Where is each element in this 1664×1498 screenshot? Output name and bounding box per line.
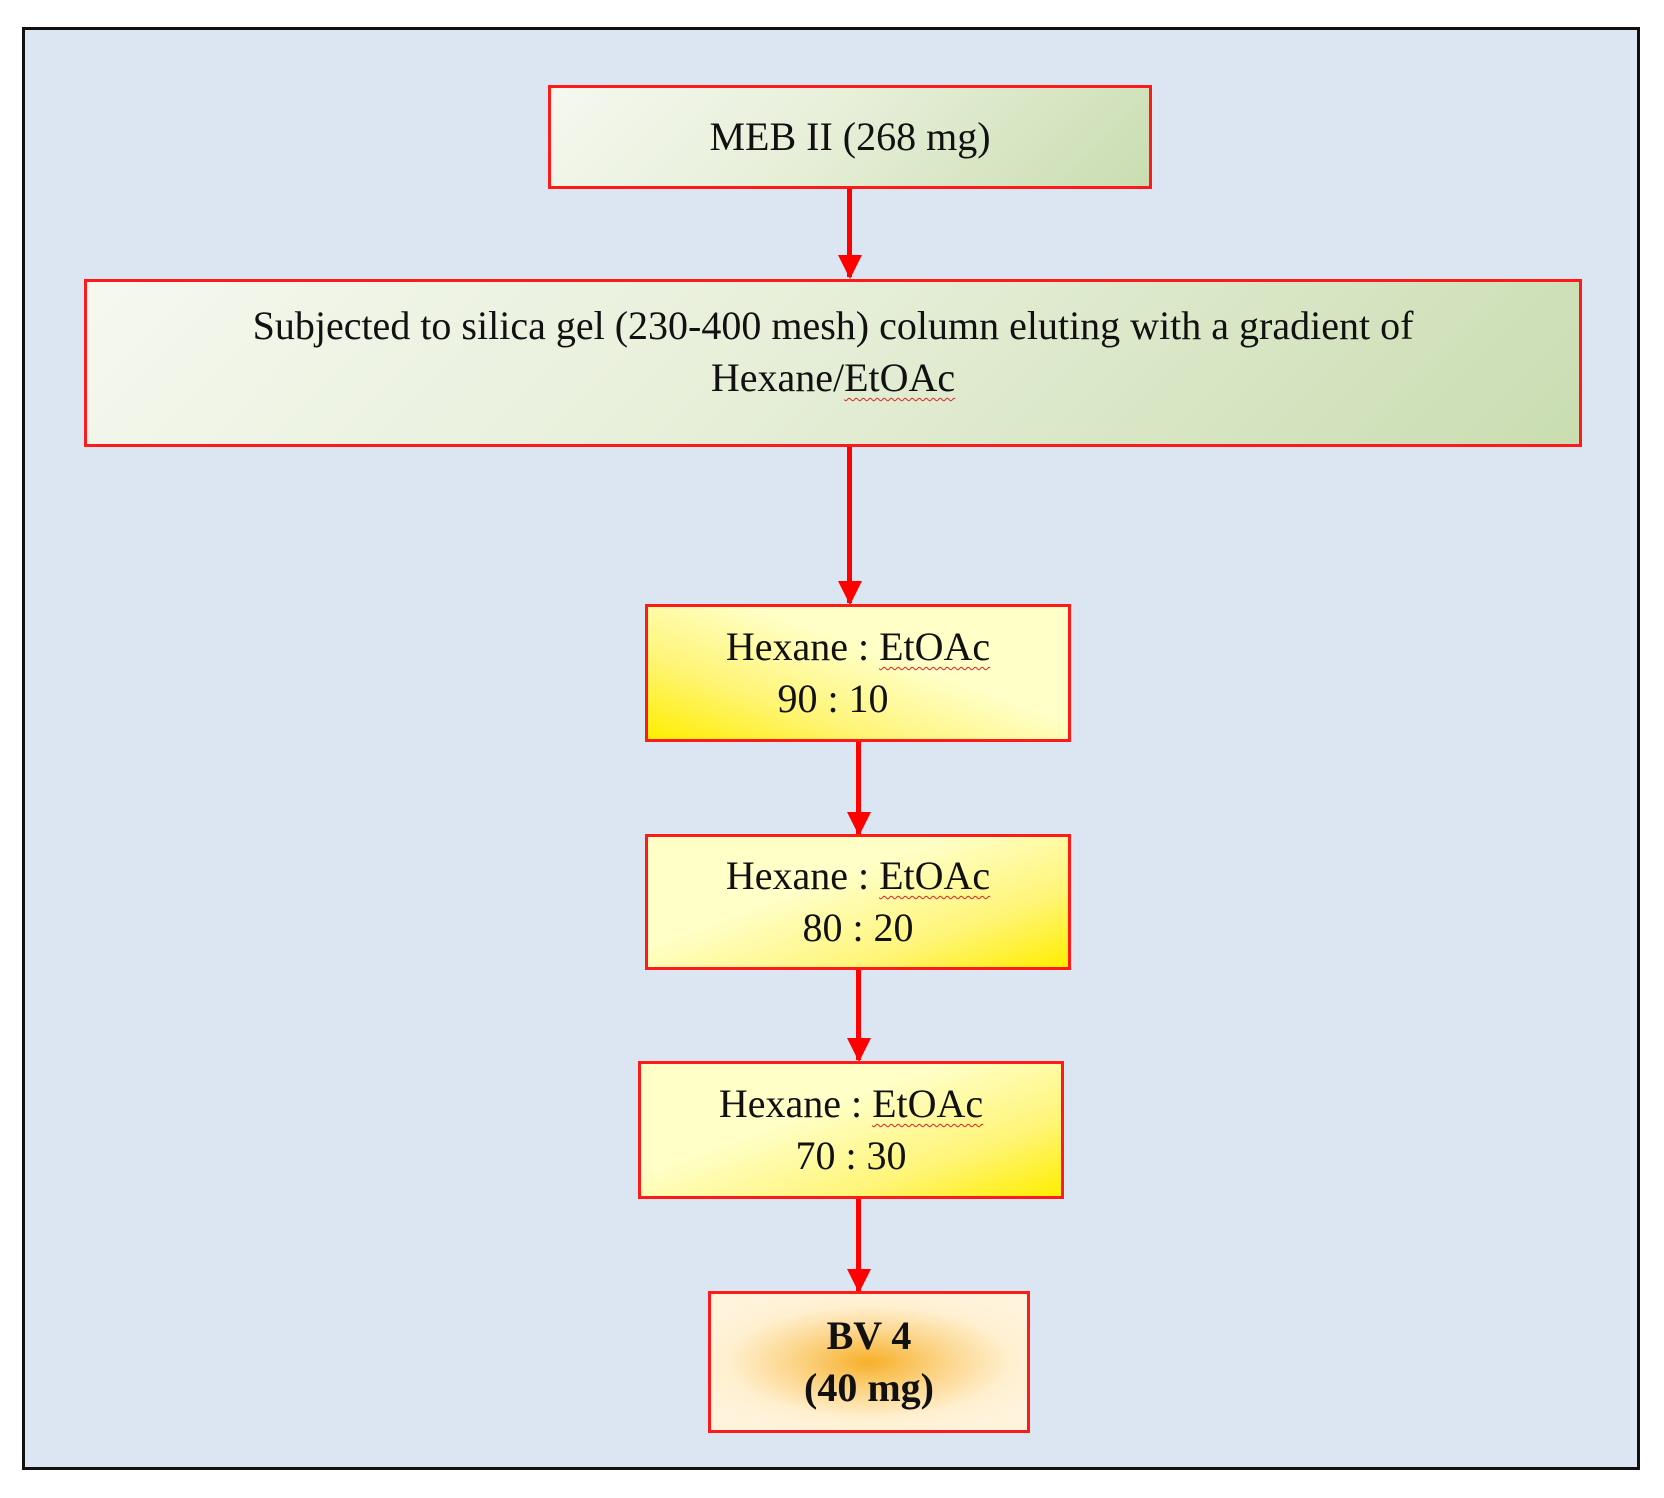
node-start-label: MEB II (268 mg) [709, 114, 991, 159]
node-column-line2: Hexane/EtOAc [711, 352, 955, 404]
node-elution-1: Hexane : EtOAc 90 : 10 [645, 604, 1071, 742]
node-elution-3-solvent-name: Hexane : [718, 1081, 873, 1126]
arrow-elution2-to-elution3 [856, 970, 861, 1060]
arrow-elution3-to-result [856, 1199, 861, 1291]
node-elution-1-solvent: Hexane : EtOAc [726, 621, 990, 673]
node-elution-2-ratio: 80 : 20 [802, 905, 914, 950]
node-column-line1: Subjected to silica gel (230-400 mesh) c… [252, 303, 1414, 348]
node-column-line2-prefix: Hexane/ [710, 355, 845, 400]
node-result-mass: (40 mg) [804, 1365, 934, 1410]
node-column-line2-term: EtOAc [844, 355, 956, 400]
node-start: MEB II (268 mg) [548, 85, 1152, 189]
node-elution-1-solvent-name: Hexane : [725, 624, 880, 669]
node-elution-3: Hexane : EtOAc 70 : 30 [638, 1061, 1064, 1199]
node-result: BV 4 (40 mg) [708, 1291, 1030, 1433]
arrow-start-to-column [847, 189, 852, 277]
node-elution-2: Hexane : EtOAc 80 : 20 [645, 834, 1071, 970]
node-elution-2-solvent: Hexane : EtOAc [726, 850, 990, 902]
node-elution-1-solvent-term: EtOAc [879, 624, 991, 669]
node-result-name: BV 4 [826, 1313, 912, 1358]
node-elution-3-solvent: Hexane : EtOAc [719, 1078, 983, 1130]
node-elution-2-solvent-term: EtOAc [879, 853, 991, 898]
arrow-column-to-elution1 [847, 447, 852, 603]
node-elution-3-ratio: 70 : 30 [795, 1133, 907, 1178]
node-elution-2-solvent-name: Hexane : [725, 853, 880, 898]
arrow-elution1-to-elution2 [856, 742, 861, 834]
node-elution-3-solvent-term: EtOAc [872, 1081, 984, 1126]
diagram-frame [22, 27, 1640, 1470]
node-column: Subjected to silica gel (230-400 mesh) c… [84, 279, 1582, 447]
node-elution-1-ratio: 90 : 10 [777, 676, 889, 721]
